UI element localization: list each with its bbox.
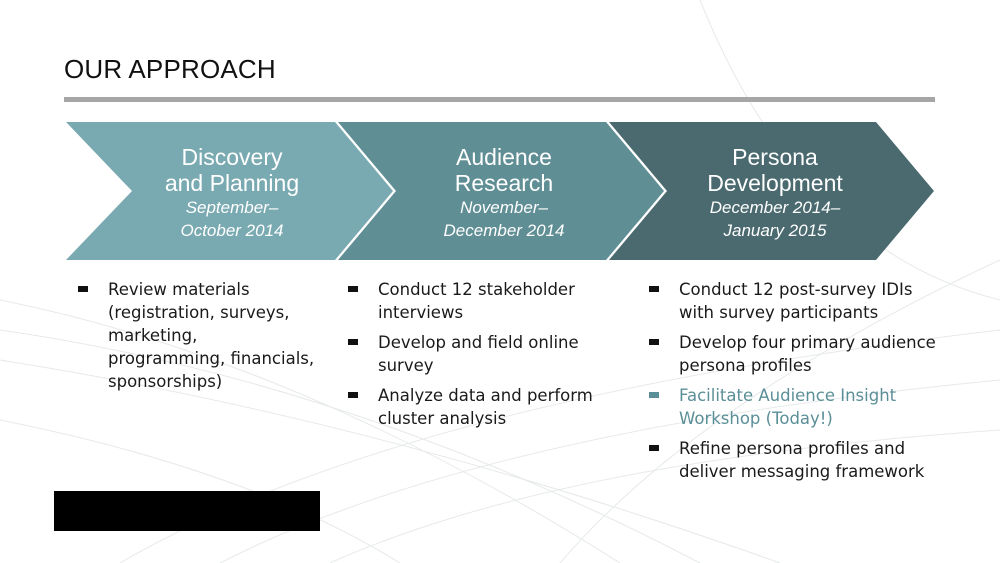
list-item-current: Facilitate Audience Insight Workshop (To… bbox=[649, 384, 949, 430]
task-text: Review materials (registration, surveys,… bbox=[108, 280, 315, 391]
phase-date-line1: December 2014– bbox=[709, 198, 841, 217]
square-bullet-icon bbox=[649, 339, 659, 345]
list-item: Analyze data and perform cluster analysi… bbox=[348, 384, 618, 430]
task-text: Facilitate Audience Insight Workshop (To… bbox=[679, 386, 897, 428]
list-item: Conduct 12 stakeholder interviews bbox=[348, 278, 618, 324]
list-item: Develop and field online survey bbox=[348, 331, 618, 377]
task-list: Conduct 12 stakeholder interviews Develo… bbox=[348, 278, 618, 430]
phase-persona-tasks: Conduct 12 post-survey IDIs with survey … bbox=[649, 278, 949, 490]
phase-date-line2: January 2015 bbox=[723, 221, 827, 240]
list-item: Develop four primary audience persona pr… bbox=[649, 331, 949, 377]
chevron-discovery bbox=[66, 122, 393, 260]
phase-audience-header: Audience Research November– December 201… bbox=[404, 144, 604, 242]
phase-discovery-header: Discovery and Planning September– Octobe… bbox=[132, 144, 332, 242]
chevron-persona bbox=[609, 122, 934, 260]
phase-date-line1: November– bbox=[460, 198, 548, 217]
phase-date-line1: September– bbox=[185, 198, 279, 217]
phase-name-line2: and Planning bbox=[164, 170, 300, 196]
task-list: Review materials (registration, surveys,… bbox=[78, 278, 318, 393]
phase-date-line2: October 2014 bbox=[180, 221, 284, 240]
task-text: Conduct 12 post-survey IDIs with survey … bbox=[679, 280, 913, 322]
task-list: Conduct 12 post-survey IDIs with survey … bbox=[649, 278, 949, 483]
phase-persona-header: Persona Development December 2014– Janua… bbox=[670, 144, 880, 242]
chevron-audience bbox=[338, 122, 664, 260]
phase-name-line1: Audience bbox=[456, 144, 552, 170]
task-text: Refine persona profiles and deliver mess… bbox=[679, 439, 925, 481]
list-item: Conduct 12 post-survey IDIs with survey … bbox=[649, 278, 949, 324]
square-bullet-icon bbox=[348, 286, 358, 292]
square-bullet-icon bbox=[348, 392, 358, 398]
phase-audience-tasks: Conduct 12 stakeholder interviews Develo… bbox=[348, 278, 618, 437]
task-text: Develop and field online survey bbox=[378, 333, 579, 375]
square-bullet-icon bbox=[649, 445, 659, 451]
square-bullet-icon bbox=[649, 392, 659, 398]
square-bullet-icon bbox=[78, 286, 88, 292]
task-text: Analyze data and perform cluster analysi… bbox=[378, 386, 593, 428]
task-text: Conduct 12 stakeholder interviews bbox=[378, 280, 575, 322]
phase-discovery-tasks: Review materials (registration, surveys,… bbox=[78, 278, 318, 400]
task-text: Develop four primary audience persona pr… bbox=[679, 333, 936, 375]
phase-date-line2: December 2014 bbox=[443, 221, 565, 240]
slide-title: OUR APPROACH bbox=[64, 54, 276, 84]
phase-name-line2: Research bbox=[454, 170, 554, 196]
title-rule bbox=[64, 97, 935, 102]
phase-name-line2: Development bbox=[707, 170, 843, 196]
redacted-logo-block bbox=[54, 491, 320, 531]
square-bullet-icon bbox=[348, 339, 358, 345]
list-item: Review materials (registration, surveys,… bbox=[78, 278, 318, 393]
list-item: Refine persona profiles and deliver mess… bbox=[649, 437, 949, 483]
square-bullet-icon bbox=[649, 286, 659, 292]
phase-name-line1: Persona bbox=[732, 144, 818, 170]
phase-name-line1: Discovery bbox=[181, 144, 283, 170]
